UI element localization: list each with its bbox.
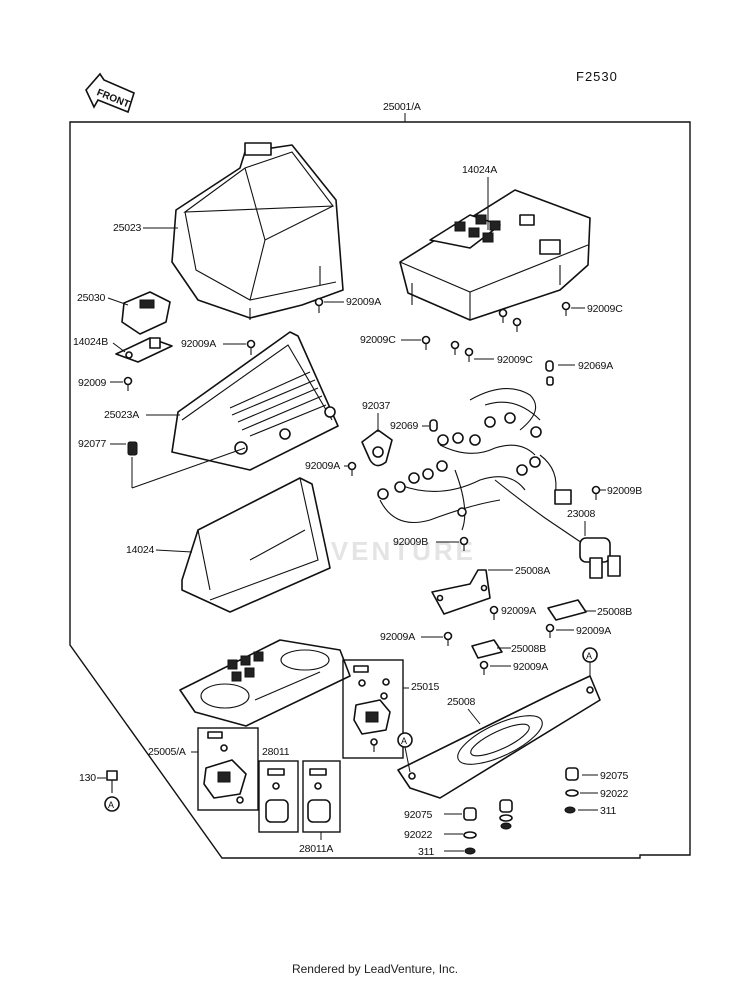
label-311-1: 311 bbox=[600, 805, 616, 817]
label-92009C-2: 92009C bbox=[360, 334, 396, 346]
ref-marker-a-left: A bbox=[397, 732, 413, 773]
bolt-130 bbox=[106, 770, 118, 793]
bracket-25008A bbox=[431, 569, 491, 615]
label-130: 130 bbox=[79, 772, 96, 784]
label-92022-2: 92022 bbox=[404, 829, 433, 841]
label-25015: 25015 bbox=[411, 681, 440, 693]
label-92075-2: 92075 bbox=[404, 809, 433, 821]
label-92069A: 92069A bbox=[578, 360, 613, 372]
label-25008: 25008 bbox=[447, 696, 476, 708]
label-25008B-1: 25008B bbox=[597, 606, 632, 618]
label-92009: 92009 bbox=[78, 377, 107, 389]
label-28011: 28011 bbox=[262, 746, 290, 758]
label-92009A-6: 92009A bbox=[380, 631, 415, 643]
ref-a-1: A bbox=[586, 651, 592, 661]
upper-cover-25023 bbox=[171, 142, 344, 320]
rubber-mount-92075-center bbox=[463, 799, 513, 830]
label-92022-1: 92022 bbox=[600, 788, 629, 800]
nut-311-right bbox=[564, 806, 576, 814]
screw-92009A-d bbox=[479, 660, 489, 675]
box-28011 bbox=[258, 760, 299, 833]
screw-92009A-clamp bbox=[347, 461, 357, 476]
label-25023: 25023 bbox=[113, 222, 142, 234]
footer-credit: Rendered by LeadVenture, Inc. bbox=[291, 962, 459, 976]
tach-module-25015 bbox=[353, 665, 391, 752]
label-92009A-5: 92009A bbox=[576, 625, 611, 637]
label-92009A-4: 92009A bbox=[501, 605, 536, 617]
label-92009B-2: 92009B bbox=[393, 536, 428, 548]
wiring-harness-23008 bbox=[377, 388, 621, 579]
label-25008A: 25008A bbox=[515, 565, 550, 577]
bracket-25008B-lower bbox=[471, 639, 503, 659]
screw-92009A-upper bbox=[314, 297, 324, 313]
screw-92009A-b2 bbox=[545, 623, 555, 638]
label-92009B-1: 92009B bbox=[607, 485, 642, 497]
box-25015 bbox=[342, 659, 404, 759]
nut-311-center bbox=[464, 847, 476, 855]
label-14024: 14024 bbox=[126, 544, 155, 556]
screw-92009A-mid bbox=[246, 339, 256, 355]
ref-a-2: A bbox=[401, 736, 407, 746]
front-arrow: FRONT bbox=[85, 72, 135, 114]
meter-housing-14024A bbox=[399, 189, 591, 321]
label-92009C-3: 92009C bbox=[497, 354, 533, 366]
switch-25030 bbox=[121, 291, 171, 335]
screw-92009A-b1 bbox=[489, 605, 499, 620]
meter-case-14024 bbox=[181, 477, 331, 613]
label-23008: 23008 bbox=[567, 508, 596, 520]
label-92037: 92037 bbox=[362, 400, 391, 412]
label-92075-1: 92075 bbox=[600, 770, 629, 782]
assembly-label: 25001/A bbox=[383, 101, 421, 113]
rubber-mount-92075-right bbox=[565, 767, 579, 781]
ref-marker-a-bolt: A bbox=[104, 796, 120, 812]
bulb-92069 bbox=[429, 419, 438, 432]
grommet-92077 bbox=[127, 441, 138, 456]
figure-code: F2530 bbox=[576, 69, 618, 84]
bulb-socket-28011A bbox=[307, 768, 331, 823]
label-92009A-2: 92009A bbox=[181, 338, 216, 350]
bracket-14024B bbox=[115, 337, 173, 363]
washer-92022-right bbox=[565, 789, 579, 797]
meter-face-panel bbox=[179, 639, 351, 727]
speedo-module-25005A bbox=[203, 731, 247, 804]
label-92069: 92069 bbox=[390, 420, 419, 432]
label-28011A: 28011A bbox=[299, 843, 333, 855]
screws-25015-group bbox=[380, 678, 390, 700]
box-25005A bbox=[197, 727, 259, 811]
label-92009A-7: 92009A bbox=[513, 661, 548, 673]
bracket-25008B-upper bbox=[547, 599, 587, 621]
label-92009A-3: 92009A bbox=[305, 460, 340, 472]
base-bracket-25008 bbox=[397, 675, 601, 799]
label-14024B: 14024B bbox=[73, 336, 108, 348]
ref-a-3: A bbox=[108, 800, 114, 810]
assembly-frame bbox=[69, 121, 691, 859]
label-92009A-1: 92009A bbox=[346, 296, 381, 308]
screw-92009B-lower bbox=[459, 536, 469, 551]
screw-92009B-right bbox=[591, 485, 601, 500]
label-14024A: 14024A bbox=[462, 164, 497, 176]
bulb-92069A bbox=[545, 360, 554, 386]
screws-92009C bbox=[421, 301, 571, 362]
washer-92022-center bbox=[463, 831, 477, 839]
label-25005A: 25005/A bbox=[148, 746, 186, 758]
screw-92009 bbox=[123, 376, 133, 391]
screw-92009A-c bbox=[443, 631, 453, 646]
lens-cover-25023A bbox=[171, 331, 339, 471]
ref-marker-a-right: A bbox=[582, 647, 598, 676]
bulb-socket-28011 bbox=[265, 768, 289, 823]
clamp-92037 bbox=[361, 429, 393, 467]
label-25008B-2: 25008B bbox=[511, 643, 546, 655]
label-92009C-1: 92009C bbox=[587, 303, 623, 315]
label-311-2: 311 bbox=[418, 846, 434, 858]
label-25023A: 25023A bbox=[104, 409, 139, 421]
label-92077: 92077 bbox=[78, 438, 107, 450]
label-25030: 25030 bbox=[77, 292, 106, 304]
